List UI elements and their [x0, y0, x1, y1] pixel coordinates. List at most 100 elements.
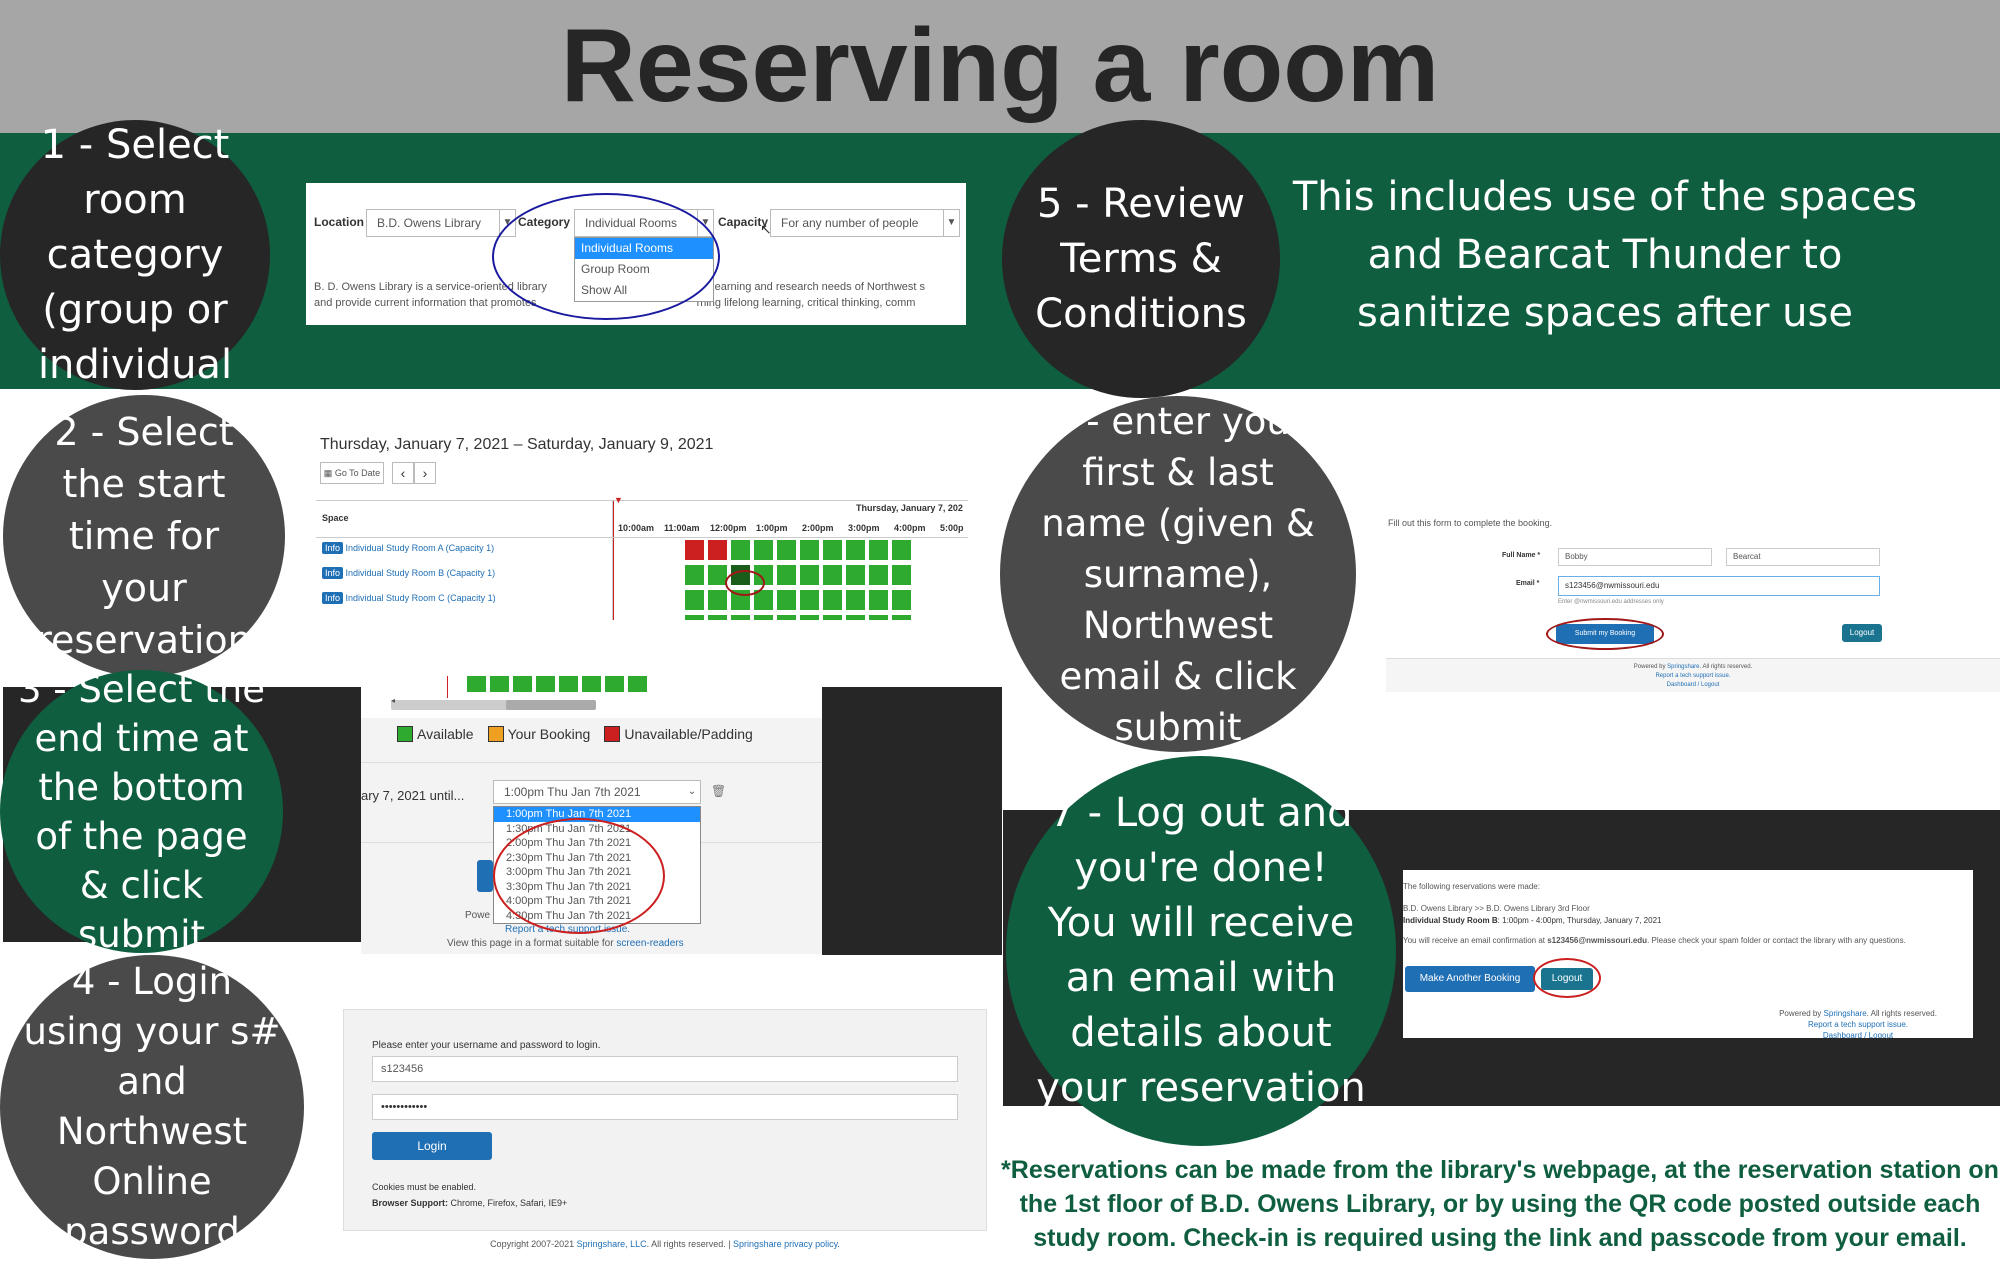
go-to-date-label: Go To Date: [334, 468, 381, 478]
capacity-select[interactable]: For any number of people ▼: [770, 209, 960, 237]
slot-cell[interactable]: [892, 540, 913, 560]
password-input[interactable]: ••••••••••••: [372, 1094, 958, 1120]
login-button[interactable]: Login: [372, 1132, 492, 1160]
slot-cell[interactable]: [685, 615, 706, 620]
slot-cell[interactable]: [685, 590, 706, 610]
screenshot-end-time: ◂ Available Your Booking Unavailable/Pad…: [361, 676, 822, 954]
springshare-link[interactable]: Springshare: [1667, 664, 1700, 670]
last-name-input[interactable]: Bearcat: [1726, 548, 1880, 566]
slot-cell[interactable]: [513, 676, 534, 692]
powered-text: Powered by: [1633, 664, 1668, 670]
slot-cell[interactable]: [731, 615, 752, 620]
legend-label: Unavailable/Padding: [624, 726, 753, 742]
report-link[interactable]: Report a tech support issue.: [1655, 673, 1731, 679]
slot-cell[interactable]: [708, 615, 729, 620]
logout-button[interactable]: Logout: [1842, 624, 1882, 642]
email-input[interactable]: s123456@nwmissouri.edu: [1558, 576, 1880, 596]
info-badge[interactable]: Info: [322, 542, 344, 554]
slot-cell[interactable]: [685, 565, 706, 585]
springshare-link[interactable]: Springshare, LLC: [576, 1239, 647, 1249]
slot-cell[interactable]: [892, 565, 913, 585]
slot-cell[interactable]: [467, 676, 488, 692]
now-line: [613, 501, 614, 620]
next-button[interactable]: ›: [414, 462, 436, 484]
slot-cell[interactable]: [628, 676, 649, 692]
slot-cell[interactable]: [605, 676, 626, 692]
dashboard-link[interactable]: Dashboard / Logout: [1822, 1031, 1894, 1038]
report-link[interactable]: Report a tech support issue.: [1807, 1020, 1909, 1029]
make-another-booking-button[interactable]: Make Another Booking: [1405, 966, 1535, 992]
scroll-left-icon[interactable]: ◂: [391, 696, 396, 705]
prev-button[interactable]: ‹: [392, 462, 414, 484]
first-name-input[interactable]: Bobby: [1558, 548, 1712, 566]
slot-cell[interactable]: [754, 590, 775, 610]
username-input[interactable]: s123456: [372, 1056, 958, 1082]
room-row-a[interactable]: Info Individual Study Room A (Capacity 1…: [322, 542, 495, 554]
info-badge[interactable]: Info: [322, 567, 344, 579]
slot-cell[interactable]: [823, 590, 844, 610]
step-1-circle: 1 - Select room category (group or indiv…: [0, 120, 270, 390]
slot-cell[interactable]: [823, 615, 844, 620]
slot-cell[interactable]: [846, 615, 867, 620]
slot-cell[interactable]: [490, 676, 511, 692]
slot-cell[interactable]: [800, 540, 821, 560]
slot-cell[interactable]: [731, 540, 752, 560]
go-to-date-button[interactable]: ▦ Go To Date: [320, 462, 384, 484]
slot-cell[interactable]: [777, 540, 798, 560]
chevron-down-icon: ⌄: [687, 786, 697, 797]
scrollbar[interactable]: [391, 700, 541, 710]
room-link[interactable]: Individual Study Room A (Capacity 1): [345, 543, 495, 553]
slot-cell[interactable]: [869, 540, 890, 560]
slot-cell[interactable]: [582, 676, 603, 692]
slot-cell[interactable]: [754, 540, 775, 560]
slot-cell[interactable]: [823, 540, 844, 560]
slot-cell[interactable]: [777, 590, 798, 610]
capacity-value: For any number of people: [781, 216, 919, 230]
slot-cell[interactable]: [846, 590, 867, 610]
slot-cell[interactable]: [892, 590, 913, 610]
dashboard-link[interactable]: Dashboard / Logout: [1666, 682, 1720, 688]
location-select[interactable]: B.D. Owens Library ▼: [366, 209, 516, 237]
login-copyright: Copyright 2007-2021 Springshare, LLC. Al…: [343, 1239, 987, 1249]
screen-readers-link[interactable]: screen-readers: [616, 938, 684, 949]
location-label: Location: [314, 215, 364, 229]
slot-cell[interactable]: [559, 676, 580, 692]
chevron-down-icon: ▼: [499, 210, 515, 236]
slot-cell[interactable]: [754, 615, 775, 620]
legend-label: Your Booking: [507, 726, 591, 742]
trash-icon[interactable]: 🗑: [711, 784, 727, 798]
slot-cell[interactable]: [685, 540, 706, 560]
slot-cell[interactable]: [708, 590, 729, 610]
slot-cell[interactable]: [777, 565, 798, 585]
submit-button[interactable]: [477, 860, 493, 892]
slot-cell[interactable]: [708, 540, 729, 560]
slot-cell[interactable]: [800, 590, 821, 610]
legend-your-booking: Your Booking: [487, 722, 591, 746]
time-label: 10:00am: [618, 523, 655, 533]
slot-cell[interactable]: [869, 590, 890, 610]
slot-cell[interactable]: [846, 540, 867, 560]
springshare-link[interactable]: Springshare: [1823, 1009, 1867, 1018]
scrollbar-thumb[interactable]: [506, 700, 596, 710]
privacy-link[interactable]: Springshare privacy policy.: [733, 1239, 840, 1249]
browser-support: Browser Support: Chrome, Firefox, Safari…: [372, 1198, 567, 1208]
slot-cell[interactable]: [869, 565, 890, 585]
room-link[interactable]: Individual Study Room B (Capacity 1): [345, 568, 496, 578]
slot-cell[interactable]: [892, 615, 913, 620]
legend-unavailable: Unavailable/Padding: [604, 722, 753, 746]
copyright-text: Copyright 2007-2021: [490, 1239, 577, 1249]
end-time-select[interactable]: 1:00pm Thu Jan 7th 2021 ⌄: [493, 780, 701, 804]
slot-cell[interactable]: [823, 565, 844, 585]
slot-cell[interactable]: [800, 565, 821, 585]
slot-cell[interactable]: [846, 565, 867, 585]
room-link[interactable]: Individual Study Room C (Capacity 1): [345, 593, 496, 603]
slot-cell[interactable]: [777, 615, 798, 620]
slot-cell[interactable]: [869, 615, 890, 620]
email-hint: Enter @nwmissouri.edu addresses only: [1558, 599, 1664, 605]
slot-cell[interactable]: [536, 676, 557, 692]
room-row-b[interactable]: Info Individual Study Room B (Capacity 1…: [322, 567, 496, 579]
room-row-c[interactable]: Info Individual Study Room C (Capacity 1…: [322, 592, 496, 604]
end-time-option[interactable]: 1:00pm Thu Jan 7th 2021: [494, 807, 700, 822]
info-badge[interactable]: Info: [322, 592, 344, 604]
slot-cell[interactable]: [800, 615, 821, 620]
